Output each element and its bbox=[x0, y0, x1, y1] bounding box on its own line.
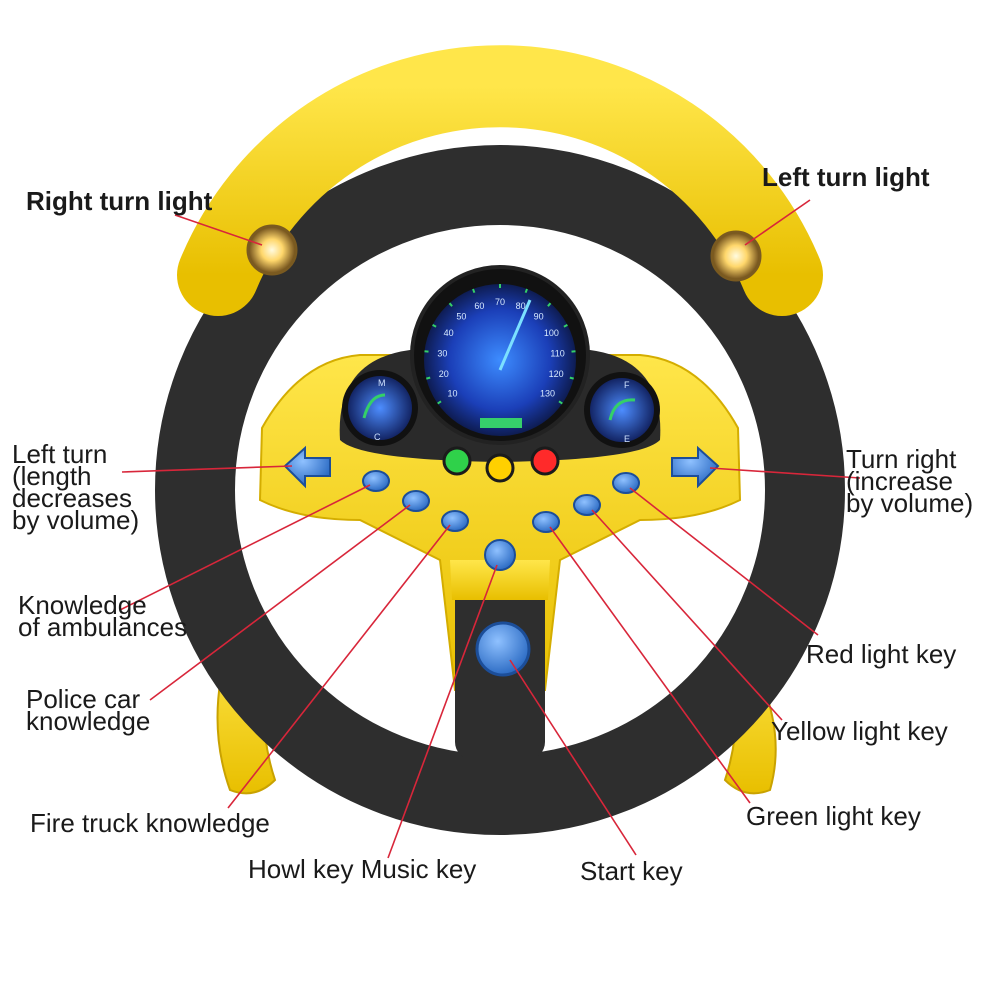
speed-tick-label: 60 bbox=[474, 301, 484, 311]
speed-tick-label: 90 bbox=[534, 312, 544, 322]
label-yellow-light: Yellow light key bbox=[771, 720, 948, 742]
label-turn-right: Turn right (increase by volume) bbox=[846, 448, 973, 514]
speed-tick-label: 80 bbox=[516, 301, 526, 311]
right-gauge-bottom-letter: E bbox=[624, 434, 630, 444]
label-fire-truck: Fire truck knowledge bbox=[30, 812, 270, 834]
label-left-turn-light: Left turn light bbox=[762, 166, 930, 188]
label-knowledge-ambulances: Knowledge of ambulances bbox=[18, 594, 187, 638]
green-indicator-light bbox=[444, 448, 470, 474]
red-indicator-light bbox=[532, 448, 558, 474]
right-gauge-top-letter: F bbox=[624, 380, 630, 390]
speed-tick-label: 130 bbox=[540, 388, 555, 398]
ambulance-key[interactable] bbox=[363, 471, 389, 491]
speed-tick-label: 20 bbox=[439, 369, 449, 379]
speed-tick-label: 110 bbox=[550, 348, 564, 358]
label-left-turn: Left turn (length decreases by volume) bbox=[12, 443, 139, 531]
left-gauge-top-letter: M bbox=[378, 378, 386, 388]
speedometer-display bbox=[480, 418, 522, 428]
right-small-gauge-face bbox=[590, 378, 654, 442]
speed-tick-mark bbox=[570, 378, 574, 379]
label-start-key: Start key bbox=[580, 860, 683, 882]
right-turn-lamp bbox=[248, 226, 296, 274]
green-light-key[interactable] bbox=[533, 512, 559, 532]
label-red-light: Red light key bbox=[806, 643, 956, 665]
speed-tick-label: 50 bbox=[456, 312, 466, 322]
yellow-indicator-light bbox=[487, 455, 513, 481]
label-green-light: Green light key bbox=[746, 805, 921, 827]
red-light-key[interactable] bbox=[613, 473, 639, 493]
left-gauge-bottom-letter: C bbox=[374, 432, 381, 442]
speed-tick-mark bbox=[473, 289, 474, 293]
speed-tick-label: 120 bbox=[549, 369, 564, 379]
speed-tick-mark bbox=[426, 378, 430, 379]
speed-tick-label: 70 bbox=[495, 297, 505, 307]
yellow-light-key[interactable] bbox=[574, 495, 600, 515]
speed-tick-mark bbox=[526, 289, 527, 293]
howl-music-key[interactable] bbox=[485, 540, 515, 570]
start-key[interactable] bbox=[477, 623, 529, 675]
label-right-turn-light: Right turn light bbox=[26, 190, 212, 212]
label-police-car: Police car knowledge bbox=[26, 688, 150, 732]
fire-truck-key[interactable] bbox=[442, 511, 468, 531]
speed-tick-label: 40 bbox=[444, 328, 454, 338]
speed-tick-label: 100 bbox=[544, 328, 559, 338]
speed-tick-label: 30 bbox=[437, 348, 447, 358]
speed-tick-label: 10 bbox=[447, 388, 457, 398]
label-howl-music: Howl key Music key bbox=[248, 858, 476, 880]
